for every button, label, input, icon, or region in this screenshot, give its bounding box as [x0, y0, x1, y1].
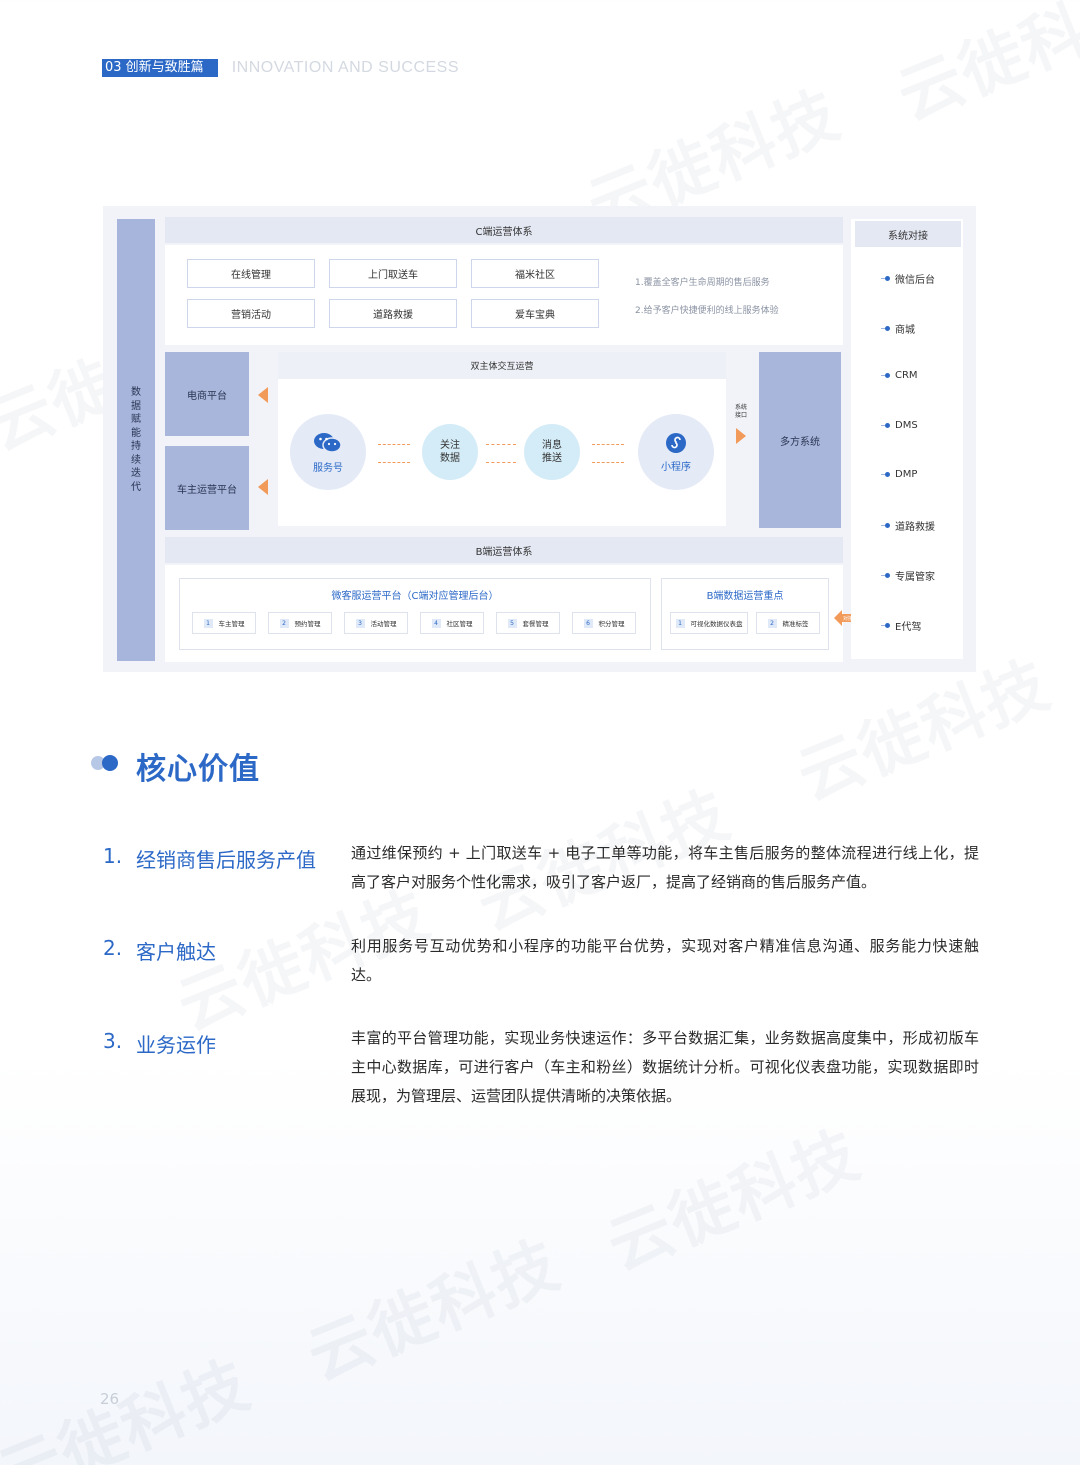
system-integration-header: 系统对接 [855, 221, 961, 247]
page-number: 26 [100, 1390, 120, 1408]
arrow-left-icon [258, 479, 268, 495]
system-item: 商城 [881, 321, 915, 336]
c-module: 道路救援 [329, 299, 457, 328]
c-system-panel: 在线管理 上门取送车 福米社区 营销活动 道路救援 爱车宝典 1.覆盖全客户生命… [165, 245, 843, 345]
bullet-icon [881, 523, 890, 528]
system-item: 专属管家 [881, 568, 935, 583]
follow-data-node: 关注 数据 [422, 424, 478, 480]
bullet-icon [881, 573, 890, 578]
c-note: 2.给予客户快捷便利的线上服务体验 [635, 306, 779, 316]
item-title: 经销商售后服务产值 [136, 848, 316, 872]
bullet-icon [881, 373, 890, 378]
b-system-header: B端运营体系 [165, 537, 843, 563]
item-body: 通过维保预约 + 上门取送车 + 电子工单等功能，将车主售后服务的整体流程进行线… [351, 844, 979, 891]
system-integration-column: 系统对接 微信后台 商城 CRM DMS DMP 道路救援 专属管家 E代驾 [851, 219, 963, 659]
architecture-diagram: 数据赋能持续迭代 C端运营体系 在线管理 上门取送车 福米社区 营销活动 道路救… [103, 206, 976, 672]
bullet-icon [881, 623, 890, 628]
c-module: 爱车宝典 [471, 299, 599, 328]
interaction-panel: 双主体交互运营 服务号 关注 数据 消息 推送 小程序 [278, 352, 726, 526]
dashed-arrow [592, 462, 624, 463]
dashed-arrow [486, 462, 516, 463]
section-tag: 03 创新与致胜篇 [102, 59, 218, 77]
system-item: CRM [881, 370, 918, 381]
section-header: 03 创新与致胜篇 INNOVATION AND SUCCESS [102, 59, 459, 77]
watermark: 云徙科技 [887, 0, 1080, 136]
item-number: 2. [103, 936, 123, 960]
system-item: 道路救援 [881, 518, 935, 533]
svg-text:对接: 对接 [843, 615, 853, 622]
item-body: 丰富的平台管理功能，实现业务快速运作：多平台数据汇集，业务数据高度集中，形成初版… [351, 1029, 979, 1105]
item-number: 1. [103, 844, 123, 868]
owner-operation-platform: 车主运营平台 [165, 446, 249, 530]
data-empowerment-bar: 数据赋能持续迭代 [117, 219, 155, 661]
dashed-arrow [378, 444, 410, 445]
item-title: 业务运作 [136, 1033, 216, 1057]
interaction-header: 双主体交互运营 [278, 352, 726, 379]
platform-title: 微客服运营平台（C端对应管理后台） [331, 591, 499, 602]
ecommerce-platform: 电商平台 [165, 352, 249, 436]
dashed-arrow [592, 444, 624, 445]
multi-system-block: 多方系统 [759, 352, 841, 528]
wechat-icon [314, 432, 342, 453]
bullet-icon [881, 326, 890, 331]
system-interface-label: 系统接口 [734, 404, 747, 419]
c-note: 1.覆盖全客户生命周期的售后服务 [635, 278, 770, 288]
data-focus-title: B端数据运营重点 [706, 591, 784, 602]
dashed-arrow [486, 444, 516, 445]
watermark: 云徙科技 [0, 1347, 261, 1465]
arrow-left-icon [258, 387, 268, 403]
bullet-icon [881, 472, 890, 477]
c-module: 福米社区 [471, 259, 599, 288]
c-system-header: C端运营体系 [165, 217, 843, 243]
bullet-icon [881, 423, 890, 428]
watermark: 云徙科技 [597, 1117, 871, 1286]
system-item: E代驾 [881, 618, 921, 633]
c-module: 上门取送车 [329, 259, 457, 288]
section-english-title: INNOVATION AND SUCCESS [231, 59, 460, 76]
c-module: 在线管理 [187, 259, 315, 288]
dashed-arrow [378, 462, 410, 463]
mini-program-node: 小程序 [638, 414, 714, 490]
service-account-node: 服务号 [290, 414, 366, 490]
section-bullet-icon [91, 755, 118, 771]
item-body: 利用服务号互动优势和小程序的功能平台优势，实现对客户精准信息沟通、服务能力快速触… [351, 937, 979, 984]
system-item: DMP [881, 469, 917, 480]
c-module: 营销活动 [187, 299, 315, 328]
watermark: 云徙科技 [297, 1227, 571, 1396]
arrow-right-icon [736, 428, 746, 444]
item-title: 客户触达 [136, 940, 216, 964]
system-item: 微信后台 [881, 271, 935, 286]
item-number: 3. [103, 1029, 123, 1053]
bullet-icon [881, 276, 890, 281]
message-push-node: 消息 推送 [524, 424, 580, 480]
core-value-title: 核心价值 [136, 752, 260, 787]
mini-program-icon [666, 432, 686, 453]
system-item: DMS [881, 420, 918, 431]
